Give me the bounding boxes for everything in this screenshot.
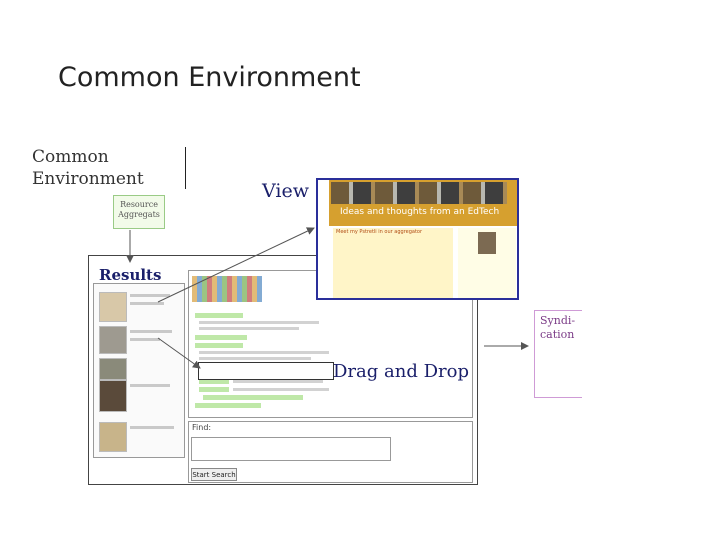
news-text <box>233 380 323 383</box>
result-thumbnail <box>99 292 127 322</box>
news-text <box>199 351 329 354</box>
news-item <box>195 343 243 348</box>
find-label: Find: <box>192 423 212 432</box>
drag-and-drop-label: Drag and Drop <box>333 361 469 382</box>
news-item <box>195 403 261 408</box>
search-input[interactable] <box>191 437 391 461</box>
view-label: View <box>262 180 309 202</box>
result-text <box>130 330 172 333</box>
news-text <box>199 321 319 324</box>
news-item <box>199 387 229 392</box>
result-thumbnail <box>99 326 127 354</box>
result-text <box>130 338 160 341</box>
results-panel <box>93 283 185 458</box>
result-thumbnail <box>99 358 127 380</box>
result-text <box>130 384 170 387</box>
environment-frame <box>88 255 478 485</box>
blog-header-photos <box>331 182 507 204</box>
result-text <box>130 294 170 297</box>
result-thumbnail <box>99 380 127 412</box>
slide-title: Common Environment <box>58 62 361 93</box>
resource-aggregator-box: Resource Aggregats <box>113 195 165 229</box>
blog-tagline: Ideas and thoughts from an EdTech <box>340 207 500 217</box>
arrow-results-to-view <box>157 227 315 303</box>
results-label: Results <box>99 266 162 284</box>
result-text <box>130 302 164 305</box>
arrow-results-to-drag-drop <box>157 337 201 369</box>
result-thumbnail <box>99 422 127 452</box>
start-search-button[interactable]: Start Search <box>191 468 237 481</box>
news-text <box>233 388 329 391</box>
news-item <box>195 335 247 340</box>
common-environment-label: Common Environment <box>32 147 144 189</box>
news-item <box>195 313 243 318</box>
news-text <box>199 327 299 330</box>
dragged-item-highlight[interactable] <box>198 362 334 380</box>
blog-author-photo <box>478 232 496 254</box>
news-item <box>203 395 303 400</box>
syndication-box: Syndi- cation <box>534 310 582 398</box>
blog-post-body <box>333 228 453 298</box>
result-text <box>130 426 174 429</box>
news-text <box>199 357 311 360</box>
news-item <box>199 379 229 384</box>
blog-post-title: Meet my Pstretli in our aggregator <box>336 229 423 235</box>
divider-line <box>185 147 186 189</box>
